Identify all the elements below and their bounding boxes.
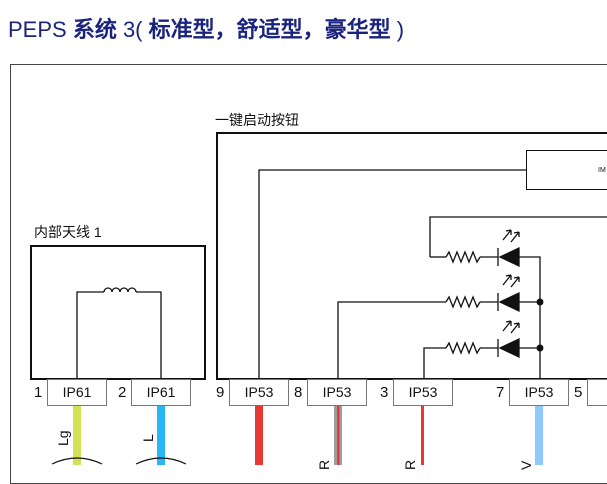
connector-ip61-pin1: IP61 [47, 379, 107, 406]
start-button-label: 一键启动按钮 [215, 112, 299, 128]
ground-arcs [51, 457, 187, 465]
wire-label-lg: Lg [55, 430, 71, 446]
wire-lg [73, 406, 81, 465]
connector-ip53-pin9: IP53 [229, 379, 289, 406]
title-bold-2: 标准型，舒适型，豪华型 [148, 17, 391, 42]
page-title: PEPS 系统 3( 标准型，舒适型，豪华型 ) [8, 12, 404, 44]
wiring-diagram [51, 169, 607, 465]
connector-pin5 [587, 379, 607, 406]
harness-wires [73, 406, 543, 465]
resistors [445, 250, 481, 355]
connector-ip61-pin2: IP61 [131, 379, 191, 406]
pin-number-5: 5 [574, 384, 583, 401]
wire-red-2 [421, 406, 424, 465]
wire-red-1 [255, 406, 263, 465]
title-suffix: ) [390, 17, 405, 42]
pin-number-2: 2 [118, 384, 127, 401]
pin-number-8: 8 [294, 384, 303, 401]
connector-ip53-pin8: IP53 [307, 379, 367, 406]
wire-label-v: V [518, 460, 534, 470]
pin-number-1: 1 [34, 384, 43, 401]
led-indicators [497, 229, 544, 359]
wire-gray-stripe [337, 406, 340, 465]
title-mid: 3( [116, 17, 149, 42]
pin-number-3: 3 [380, 384, 389, 401]
wire-label-l: L [140, 434, 156, 442]
im-module-label: IM [598, 167, 606, 174]
pin-number-7: 7 [496, 384, 505, 401]
connector-ip53-pin7: IP53 [509, 379, 569, 406]
title-bold-1: 系统 [72, 17, 117, 42]
antenna-coil [76, 287, 162, 380]
connector-ip53-pin3: IP53 [393, 379, 453, 406]
title-prefix: PEPS [8, 17, 73, 42]
internal-antenna-box [30, 245, 206, 380]
antenna-label: 内部天线 1 [34, 224, 102, 240]
im-module-box [526, 150, 607, 190]
pin-number-9: 9 [216, 384, 225, 401]
wire-l [157, 406, 165, 465]
button-internal-wiring [258, 169, 607, 380]
wire-violet [535, 406, 543, 465]
